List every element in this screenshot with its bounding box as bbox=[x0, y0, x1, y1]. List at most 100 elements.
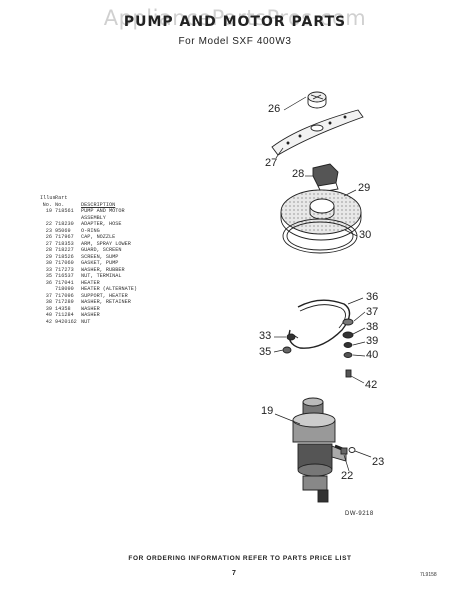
parts-list-header: No. No. DESCRIPTION bbox=[40, 202, 200, 209]
page-number: 7 bbox=[232, 570, 236, 577]
description-cell: SUPPORT, HEATER bbox=[81, 292, 128, 299]
description-cell: ADAPTER, HOSE bbox=[81, 221, 122, 227]
part-no-cell: 718090 bbox=[55, 286, 74, 292]
nut-part bbox=[345, 369, 352, 378]
part-no-cell: 14358 bbox=[55, 305, 71, 312]
illus-no-cell: 27 bbox=[45, 240, 52, 247]
description-cell: WASHER bbox=[81, 312, 100, 318]
illus-no-header: No. bbox=[42, 201, 52, 208]
callout-42: 42 bbox=[365, 379, 378, 391]
description-cell: PUMP AND MOTOR bbox=[81, 208, 125, 214]
part-no-cell: 716537 bbox=[55, 273, 74, 279]
illus-no-cell: 30 bbox=[45, 260, 52, 266]
callout-28: 28 bbox=[292, 168, 305, 180]
figure-number: DW-9218 bbox=[345, 511, 374, 517]
illus-no-cell: 42 bbox=[45, 318, 52, 325]
part-no-cell: 95069 bbox=[55, 227, 71, 234]
spray-arm-part bbox=[271, 109, 364, 156]
callout-38: 38 bbox=[366, 321, 379, 333]
description-cell: GASKET, PUMP bbox=[81, 260, 119, 266]
part-no-cell: 718526 bbox=[55, 253, 74, 260]
description-cell: WASHER bbox=[81, 305, 100, 312]
ordering-info-note: FOR ORDERING INFORMATION REFER TO PARTS … bbox=[128, 555, 352, 562]
nozzle-cap-part bbox=[307, 91, 327, 109]
part-no-cell: 717041 bbox=[55, 279, 74, 286]
rubber-washer-part bbox=[286, 333, 296, 341]
watermark: AppliancePartsPros.com bbox=[103, 6, 367, 30]
description-cell: NUT bbox=[81, 318, 91, 325]
description-header: DESCRIPTION bbox=[81, 201, 116, 208]
description-cell: WASHER, RUBBER bbox=[81, 266, 125, 273]
description-cell: ASSEMBLY bbox=[81, 214, 106, 221]
form-code: 7L9158 bbox=[420, 572, 437, 578]
description-cell: SCREEN, SUMP bbox=[81, 253, 119, 260]
illus-no-cell: 35 bbox=[45, 273, 52, 279]
illus-no-cell: 40 bbox=[45, 312, 52, 318]
callout-33: 33 bbox=[259, 330, 272, 342]
terminal-nut-part bbox=[282, 346, 292, 354]
callout-22: 22 bbox=[341, 470, 354, 482]
model-subtitle: For Model SXF 400W3 bbox=[178, 36, 292, 47]
part-no-cell: 717289 bbox=[55, 299, 74, 305]
parts-list-header-top: Illus. Part bbox=[40, 195, 200, 202]
page-title: PUMP AND MOTOR PARTS bbox=[123, 14, 347, 30]
description-cell: GUARD, SCREEN bbox=[81, 247, 122, 253]
sump-screen-part bbox=[280, 189, 362, 241]
part-no-cell: 711284 bbox=[55, 312, 74, 318]
part-no-cell: 718353 bbox=[55, 240, 74, 247]
callout-35: 35 bbox=[259, 346, 272, 358]
callout-40: 40 bbox=[366, 349, 379, 361]
part-header: Part bbox=[55, 195, 68, 201]
illus-no-cell: 39 bbox=[45, 305, 52, 312]
illus-no-cell: 37 bbox=[45, 292, 52, 299]
hose-adapter-part bbox=[334, 444, 348, 455]
description-cell: CAP, NOZZLE bbox=[81, 234, 116, 240]
screen-guard-part bbox=[312, 163, 339, 193]
description-cell: HEATER bbox=[81, 279, 100, 286]
illus-no-cell: 33 bbox=[45, 266, 52, 273]
part-no-cell: 718561 bbox=[55, 208, 74, 214]
part-no-cell: 717096 bbox=[55, 292, 74, 299]
illus-no-cell: 26 bbox=[45, 234, 52, 240]
illus-header: Illus. bbox=[40, 195, 59, 201]
illus-no-cell: 23 bbox=[45, 227, 52, 234]
o-ring-part bbox=[348, 447, 356, 453]
illus-no-cell: 28 bbox=[45, 247, 52, 253]
description-cell: O-RING bbox=[81, 227, 100, 234]
callout-26: 26 bbox=[268, 103, 281, 115]
description-cell: WASHER, RETAINER bbox=[81, 299, 131, 305]
pump-motor-assembly-part bbox=[292, 397, 347, 503]
illus-no-cell: 36 bbox=[45, 279, 52, 286]
illus-no-cell: 22 bbox=[45, 221, 52, 227]
description-cell: ARM, SPRAY LOWER bbox=[81, 240, 131, 247]
callout-37: 37 bbox=[366, 306, 379, 318]
illus-no-cell: 29 bbox=[45, 253, 52, 260]
callout-39: 39 bbox=[366, 335, 379, 347]
callout-19: 19 bbox=[261, 405, 274, 417]
part-no-header: No. bbox=[55, 201, 65, 208]
callout-30: 30 bbox=[359, 229, 372, 241]
part-no-cell: 717967 bbox=[55, 234, 74, 240]
part-no-cell: 718230 bbox=[55, 221, 74, 227]
part-no-cell: 9420162 bbox=[55, 318, 77, 325]
heater-part bbox=[288, 299, 351, 349]
